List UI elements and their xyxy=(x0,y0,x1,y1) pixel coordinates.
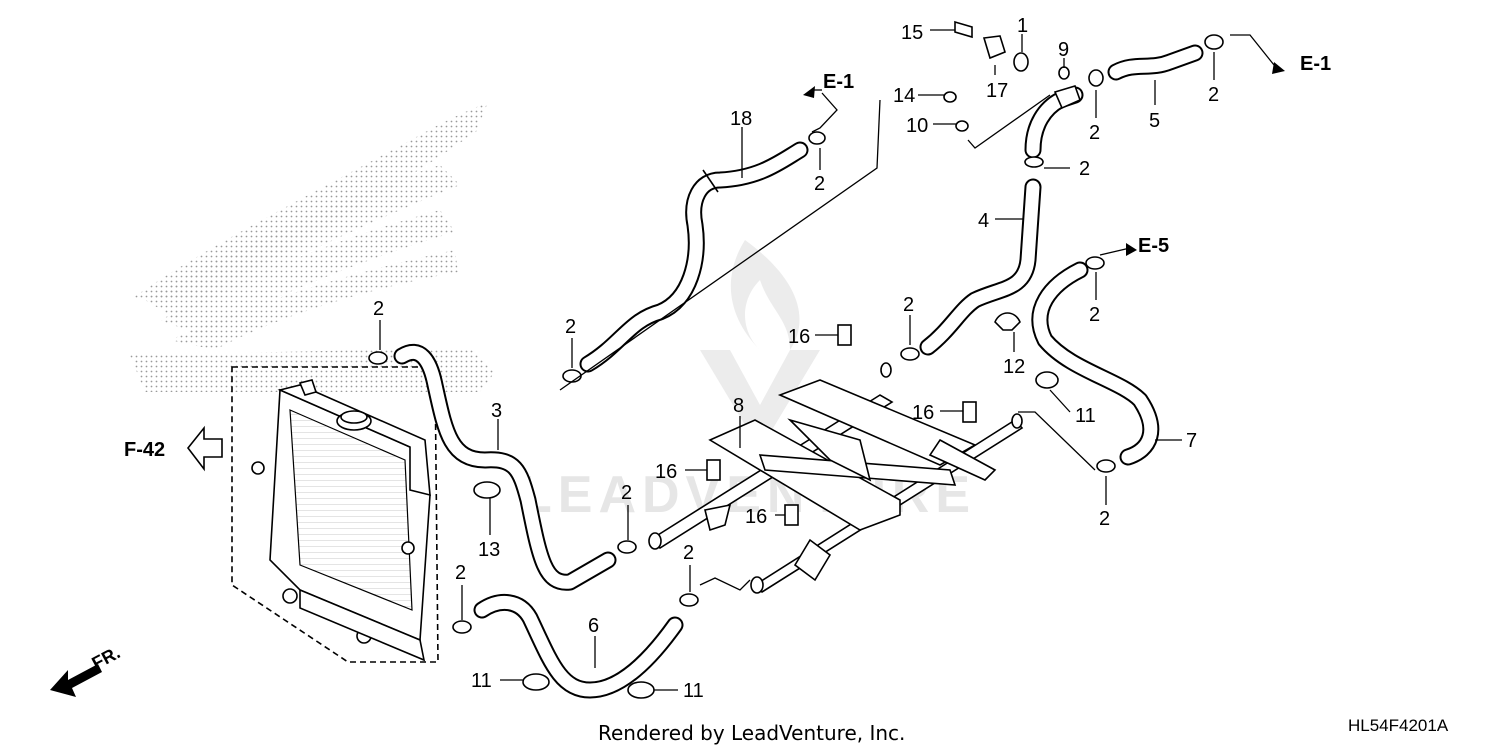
callout-2-b: 2 xyxy=(1208,84,1219,106)
ref-e1-left: E-1 xyxy=(823,71,854,93)
diagram-code: HL54F4201A xyxy=(1348,716,1449,735)
hose-5 xyxy=(1107,44,1204,81)
callout-2-l: 2 xyxy=(1099,508,1110,530)
callout-16-c: 16 xyxy=(655,461,677,483)
hose-7 xyxy=(1031,261,1160,466)
top-fittings xyxy=(943,20,1082,132)
callout-16-d: 16 xyxy=(745,506,767,528)
hose-4 xyxy=(919,178,1042,356)
honda-wing-logo xyxy=(130,102,495,392)
callout-11-c: 11 xyxy=(683,680,704,702)
callout-2-j: 2 xyxy=(683,542,694,564)
callout-2-e: 2 xyxy=(565,316,576,338)
hose-18 xyxy=(579,141,809,373)
callout-13: 13 xyxy=(478,539,500,561)
hose-clips-11-13 xyxy=(473,312,1059,699)
hose-6 xyxy=(473,594,684,699)
radiator xyxy=(251,379,431,662)
callout-2-f: 2 xyxy=(373,298,384,320)
callout-15: 15 xyxy=(901,22,923,44)
callout-3: 3 xyxy=(491,400,502,422)
f42-arrow xyxy=(186,425,223,472)
radiator-group-box xyxy=(231,366,439,663)
callout-8: 8 xyxy=(733,395,744,417)
front-direction-arrow xyxy=(50,664,102,697)
callouts: 1 15 17 9 14 10 2 2 5 2 18 2 2 4 2 16 2 … xyxy=(373,15,1219,702)
frame-8 xyxy=(648,362,1024,594)
bolts-16 xyxy=(706,324,977,526)
callout-2-h: 2 xyxy=(1089,304,1100,326)
callout-16-b: 16 xyxy=(912,402,934,424)
callout-2-a: 2 xyxy=(1089,122,1100,144)
callout-2-g: 2 xyxy=(903,294,914,316)
hose-3 xyxy=(393,343,617,591)
callout-14: 14 xyxy=(893,85,915,107)
callout-11-a: 11 xyxy=(1075,405,1096,427)
ref-arrows xyxy=(803,62,1285,256)
callout-10: 10 xyxy=(906,115,928,137)
callout-18: 18 xyxy=(730,108,752,130)
callout-16-a: 16 xyxy=(788,326,810,348)
ref-f42: F-42 xyxy=(124,439,165,461)
ref-e1-right: E-1 xyxy=(1300,53,1331,75)
rendered-by-credit: Rendered by LeadVenture, Inc. xyxy=(598,721,905,745)
callout-2-d: 2 xyxy=(814,173,825,195)
callout-2-c: 2 xyxy=(1079,158,1090,180)
callout-4: 4 xyxy=(978,210,989,232)
clamps xyxy=(368,34,1224,634)
leader-lines xyxy=(379,29,1279,691)
callout-11-b: 11 xyxy=(471,670,492,692)
callout-7: 7 xyxy=(1186,430,1197,452)
callout-17: 17 xyxy=(986,80,1008,102)
callout-1: 1 xyxy=(1017,15,1028,37)
callout-2-k: 2 xyxy=(455,562,466,584)
callout-9: 9 xyxy=(1058,39,1069,61)
callout-12: 12 xyxy=(1003,356,1025,378)
callout-6: 6 xyxy=(588,615,599,637)
ref-e5: E-5 xyxy=(1138,235,1169,257)
callout-5: 5 xyxy=(1149,110,1160,132)
callout-2-i: 2 xyxy=(621,482,632,504)
